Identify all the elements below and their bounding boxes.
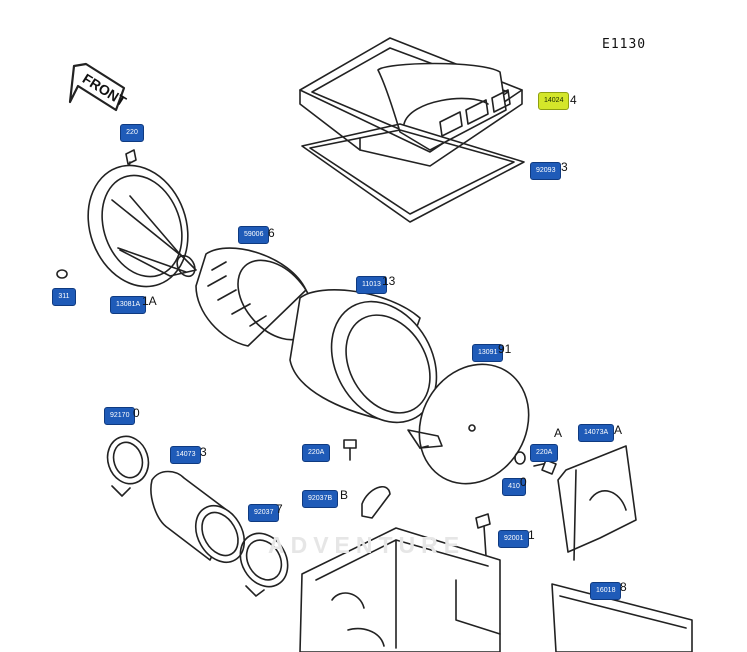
callout-suffix-3: 3 (561, 160, 568, 174)
callout-suffix-0: 0 (133, 406, 140, 420)
clamp-b-part (361, 486, 391, 519)
callout-suffix-4: 4 (570, 93, 577, 107)
part-tag-11013[interactable]: 11013 (356, 276, 387, 294)
inlet-duct-part (56, 164, 197, 288)
watermark-text: ADVENTURE (268, 532, 466, 558)
part-tag-13091[interactable]: 13091 (472, 344, 504, 362)
callout-suffix-a: A (554, 426, 563, 440)
bolt-220a-part (533, 459, 557, 475)
part-tag-92170[interactable]: 92170 (104, 407, 136, 425)
part-tag-92001[interactable]: 92001 (498, 530, 530, 548)
callout-suffix-7: 7 (276, 502, 283, 516)
part-tag-14024[interactable]: 14024 (538, 92, 570, 110)
air-filter-element-part (289, 289, 438, 424)
callout-suffix-1: 1 (528, 528, 535, 542)
callout-suffix-b: B (340, 488, 349, 502)
part-tag-92037b[interactable]: 92037B (302, 490, 339, 508)
washer-part (514, 451, 526, 465)
airbox-housing-part (299, 527, 501, 652)
intake-boot-part (150, 470, 246, 564)
callout-suffix-0b: 0 (520, 475, 527, 489)
part-tag-220a-right[interactable]: 220A (530, 444, 559, 462)
part-tag-311[interactable]: 311 (52, 288, 76, 306)
part-tag-410[interactable]: 410 (502, 478, 526, 496)
part-tag-92093[interactable]: 92093 (530, 162, 562, 180)
callout-suffix-3b: 3 (200, 445, 207, 459)
part-tag-14073a[interactable]: 14073A (578, 424, 615, 442)
part-tag-220[interactable]: 220 (120, 124, 144, 142)
part-tag-14073[interactable]: 14073 (170, 446, 202, 464)
bracket-part (557, 445, 637, 561)
callout-suffix-1a: 1A (142, 294, 157, 308)
front-arrow-icon: FRONT (68, 62, 130, 112)
airbox-cover-part (299, 37, 523, 167)
plate-part (551, 583, 693, 652)
callout-suffix-91: 91 (498, 342, 512, 356)
part-tag-59006[interactable]: 59006 (238, 226, 270, 244)
hose-clamp-lower-part (239, 532, 289, 597)
part-tag-220a[interactable]: 220A (302, 444, 331, 462)
callout-suffix-a2: A (614, 423, 623, 437)
callout-suffix-6: 6 (268, 226, 275, 240)
diagram-reference-code: E1130 (602, 37, 647, 52)
bolt-220a-left-part (343, 439, 357, 461)
part-tag-13081a[interactable]: 13081A (110, 296, 147, 314)
filter-holder-plate-part (407, 363, 530, 485)
part-tag-92037[interactable]: 92037 (248, 504, 280, 522)
hose-clamp-upper-part (106, 435, 150, 497)
bolt-92001-part (475, 513, 491, 557)
callout-suffix-13: 13 (382, 274, 396, 288)
filter-outer-cover-part (195, 247, 315, 347)
callout-suffix-8: 8 (620, 580, 627, 594)
cover-gasket-part (301, 123, 525, 223)
part-tag-16018[interactable]: 16018 (590, 582, 622, 600)
